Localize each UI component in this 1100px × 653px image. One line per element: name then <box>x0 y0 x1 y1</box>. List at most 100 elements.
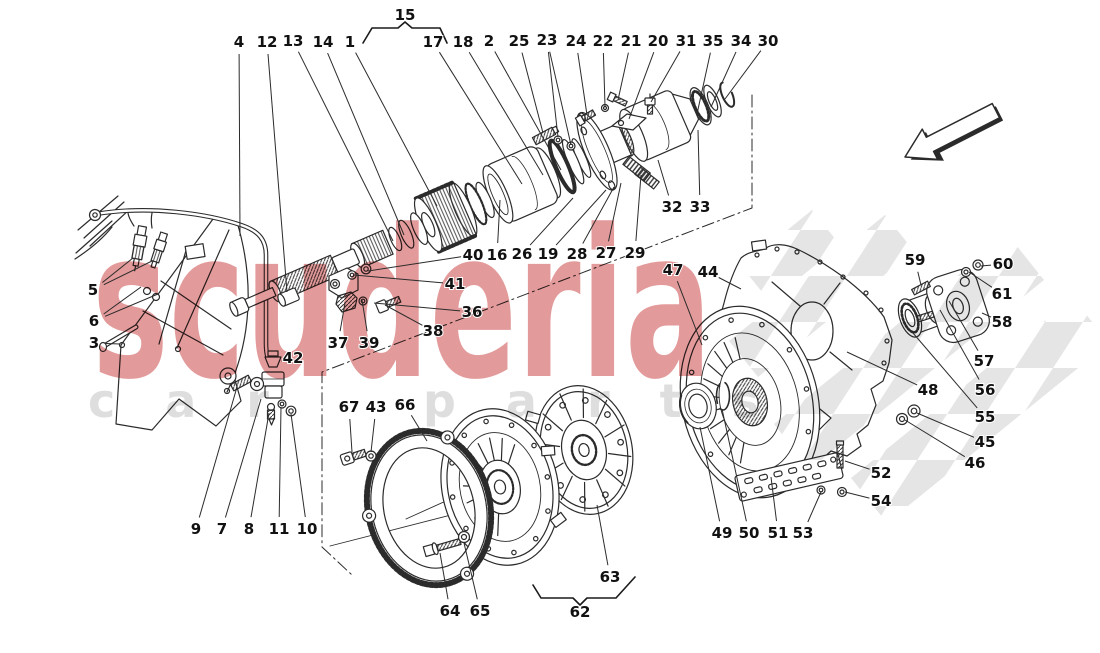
leader-line <box>904 419 966 458</box>
leader-line <box>103 260 153 286</box>
hydraulic-pipe <box>88 208 274 367</box>
callout-7: 7 <box>216 398 262 539</box>
housing-nut <box>907 404 921 418</box>
pipe-union-assembly <box>229 350 297 426</box>
leader-line <box>912 332 978 409</box>
callout-36: 36 <box>373 302 483 322</box>
callout-27: 27 <box>595 182 622 263</box>
leader-line <box>650 51 681 103</box>
callout-18: 18 <box>452 32 544 176</box>
callout-31: 31 <box>650 31 697 103</box>
leader-line <box>608 182 622 242</box>
leader-line <box>980 264 992 267</box>
callout-20: 20 <box>628 31 669 120</box>
part-number: 41 <box>445 275 466 293</box>
leader-line <box>697 129 701 196</box>
callout-1: 1 <box>344 32 438 207</box>
leader-line <box>267 53 288 293</box>
part-number: 22 <box>593 32 614 50</box>
clutch-sensors <box>127 211 169 302</box>
watermark: scuderia car parts <box>88 187 1100 523</box>
part-number: 53 <box>793 524 814 542</box>
part-number: 38 <box>423 322 444 340</box>
callout-49: 49 <box>699 426 733 543</box>
leader-line <box>948 300 979 351</box>
bearing-ring <box>715 381 731 411</box>
flywheel-ring-gear <box>361 427 495 589</box>
callout-3: 3 <box>88 333 121 353</box>
part-number: 64 <box>440 602 461 620</box>
part-number: 47 <box>663 261 684 279</box>
part-number: 2 <box>484 32 494 50</box>
watermark-tagline: car parts <box>88 374 809 428</box>
part-number: 65 <box>470 602 491 620</box>
callout-2: 2 <box>483 31 562 171</box>
leader-line <box>844 491 870 499</box>
callout-48: 48 <box>846 351 939 400</box>
watermark-ribbons <box>729 210 1100 523</box>
part-number: 50 <box>739 524 760 542</box>
clutch-cover <box>440 408 567 566</box>
part-number: 48 <box>918 381 939 399</box>
callout-54: 54 <box>844 491 892 511</box>
callout-19: 19 <box>537 189 607 264</box>
callout-16: 16 <box>486 199 508 265</box>
leader-line <box>917 271 922 286</box>
part-number: 28 <box>567 245 588 263</box>
callout-60: 60 <box>980 254 1014 274</box>
callout-14: 14 <box>312 32 405 236</box>
part-number: 24 <box>566 32 587 50</box>
callout-52: 52 <box>844 460 892 483</box>
part-number: 44 <box>698 263 719 281</box>
part-number: 30 <box>758 32 779 50</box>
callout-5: 5 <box>87 257 153 300</box>
callout-62: 62 <box>569 602 592 622</box>
part-number: 11 <box>269 520 290 538</box>
housing-nut-hole <box>910 407 918 415</box>
leader-line <box>238 53 241 237</box>
part-number: 1 <box>345 33 355 51</box>
shaft-bushing <box>277 287 300 307</box>
leader-line <box>699 426 721 522</box>
part-number: 20 <box>648 32 669 50</box>
leader-line <box>339 302 346 332</box>
leader-line <box>349 418 353 453</box>
part-number: 67 <box>339 398 360 416</box>
part-number: 40 <box>463 246 484 264</box>
leader-line <box>105 343 121 345</box>
callout-37: 37 <box>327 302 349 353</box>
part-number: 19 <box>538 245 559 263</box>
callout-47: 47 <box>662 260 703 346</box>
callout-57: 57 <box>948 300 995 371</box>
part-number: 15 <box>395 6 416 24</box>
leader-line <box>521 52 544 134</box>
leader-line <box>102 257 134 283</box>
callout-23: 23 <box>536 30 572 146</box>
leader-line <box>438 51 523 185</box>
leader-line <box>373 302 461 312</box>
leader-line <box>939 309 980 380</box>
leader-line <box>547 51 559 138</box>
callout-66: 66 <box>394 395 428 442</box>
callout-64: 64 <box>439 552 461 621</box>
engine-block-edge <box>74 195 131 260</box>
part-number: 55 <box>975 408 996 426</box>
part-number: 14 <box>313 33 334 51</box>
part-number: 42 <box>283 349 304 367</box>
callout-4: 4 <box>233 32 245 237</box>
leader-line <box>676 281 703 346</box>
part-number: 13 <box>283 32 304 50</box>
callout-6: 6 <box>88 286 159 331</box>
callout-55: 55 <box>912 332 996 427</box>
leader-line <box>582 186 615 244</box>
part-number: 8 <box>244 520 254 538</box>
leader-line <box>577 52 588 116</box>
part-number: 60 <box>993 255 1014 273</box>
leader-line <box>549 51 572 146</box>
part-number: 26 <box>512 245 533 263</box>
callout-44: 44 <box>697 262 742 290</box>
leader-line <box>770 476 777 522</box>
